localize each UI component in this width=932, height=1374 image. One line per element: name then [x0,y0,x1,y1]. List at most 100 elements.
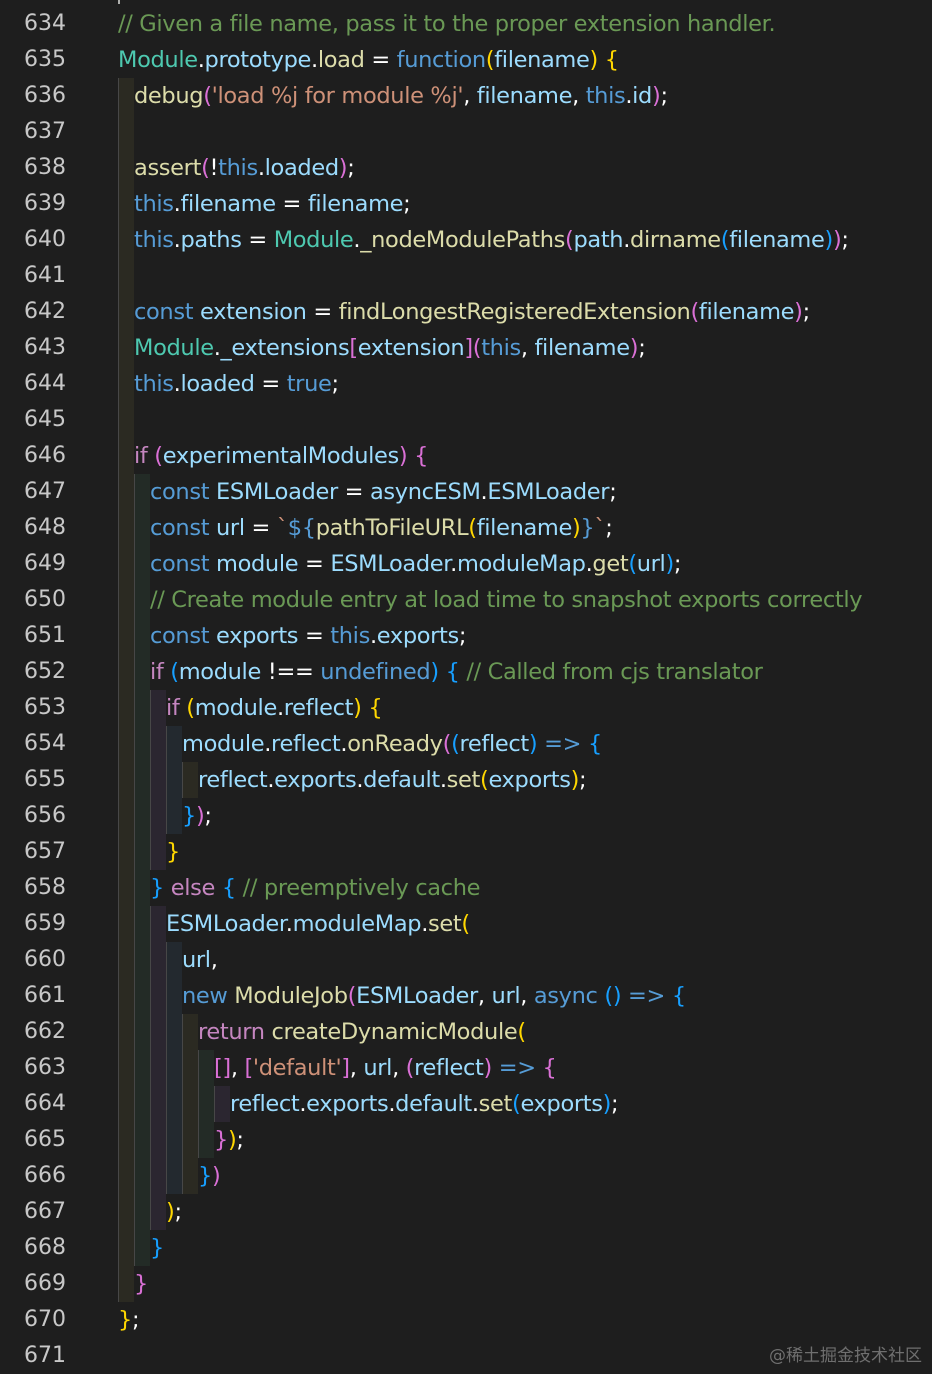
code-line[interactable]: 670}; [0,1302,932,1338]
token-plain: . [257,155,265,181]
token-bracket2: ) [832,227,842,253]
code-line[interactable]: 641 [0,258,932,294]
token-plain: . [471,1091,479,1117]
indent-guide [118,150,134,186]
line-number: 660 [24,947,66,972]
token-func: set [428,911,462,937]
code-text: const module = ESMLoader.moduleMap.get(u… [150,546,682,582]
token-plain: . [356,767,364,793]
code-line[interactable]: 657} [0,834,932,870]
token-plain: ; [660,83,668,109]
code-line[interactable]: 653 if (module.reflect) { [0,690,932,726]
code-text: ); [166,1194,182,1230]
line-number: 651 [24,623,66,648]
token-plain: , [477,983,492,1009]
code-line[interactable]: 650// Create module entry at load time t… [0,582,932,618]
code-line[interactable]: 645 [0,402,932,438]
token-bracket1: } [166,839,180,865]
token-variable: ESMLoader [166,911,286,937]
code-line[interactable]: 667); [0,1194,932,1230]
token-bracket3: ) [430,659,439,685]
indent-guide [150,1194,166,1230]
code-line[interactable]: 663[], ['default'], url, (reflect) => { [0,1050,932,1086]
token-keyword: const [150,551,210,577]
token-keyword: ${ [287,515,316,541]
code-text: this.filename = filename; [134,186,411,222]
token-bracket3: } [198,1163,212,1189]
code-text: reflect.exports.default.set(exports); [230,1086,619,1122]
code-text: Module._extensions[extension](this, file… [134,330,646,366]
line-number: 653 [24,695,66,720]
token-plain: ; [605,515,613,541]
indent-guide [134,834,150,870]
token-func: set [478,1091,513,1117]
code-line[interactable]: 637 [0,114,932,150]
code-line[interactable]: 669} [0,1266,932,1302]
token-variable: reflect [230,1091,300,1117]
code-line[interactable]: 656}); [0,798,932,834]
token-plain: = [254,371,287,397]
token-bracket1: ) [589,47,599,73]
token-bracket3: ) [665,551,674,577]
token-bracket2: ) [338,155,348,181]
indent-guide [198,1122,214,1158]
code-line[interactable]: 658} else { // preemptively cache [0,870,932,906]
token-keyword: const [134,299,194,325]
code-line[interactable]: 668} [0,1230,932,1266]
indent-guide [118,186,134,222]
code-text: if (module.reflect) { [166,690,383,726]
indent-guide [118,1050,134,1086]
token-keyword: const [150,515,210,541]
token-keyword: this [481,335,521,361]
indent-guide [150,798,166,834]
code-line[interactable]: 671 [0,1338,932,1374]
code-text: // Given a file name, pass it to the pro… [118,6,776,42]
code-line[interactable]: 666}) [0,1158,932,1194]
token-bracket2: ) [629,335,639,361]
token-plain: . [340,731,348,757]
token-bracket1: ) [353,695,362,721]
token-variable: loaded [180,371,255,397]
line-number: 647 [24,479,66,504]
token-bracket2: ) [195,803,205,829]
token-plain: = [337,479,370,505]
indent-guide [118,1086,134,1122]
line-number: 662 [24,1019,66,1044]
token-plain: , [572,83,586,109]
code-line[interactable]: 634// Given a file name, pass it to the … [0,6,932,42]
token-variable: url [182,947,211,973]
token-bracket2: { [414,443,429,469]
code-line[interactable]: 665}); [0,1122,932,1158]
token-variable: filename [534,335,630,361]
token-plain [209,623,216,649]
indent-guide [166,762,182,798]
token-comment: // preemptively cache [242,875,481,901]
code-text: } [134,1266,148,1302]
line-number: 648 [24,515,66,540]
indent-guide [134,474,150,510]
token-bracket2: ) [398,443,408,469]
token-plain: . [264,731,272,757]
